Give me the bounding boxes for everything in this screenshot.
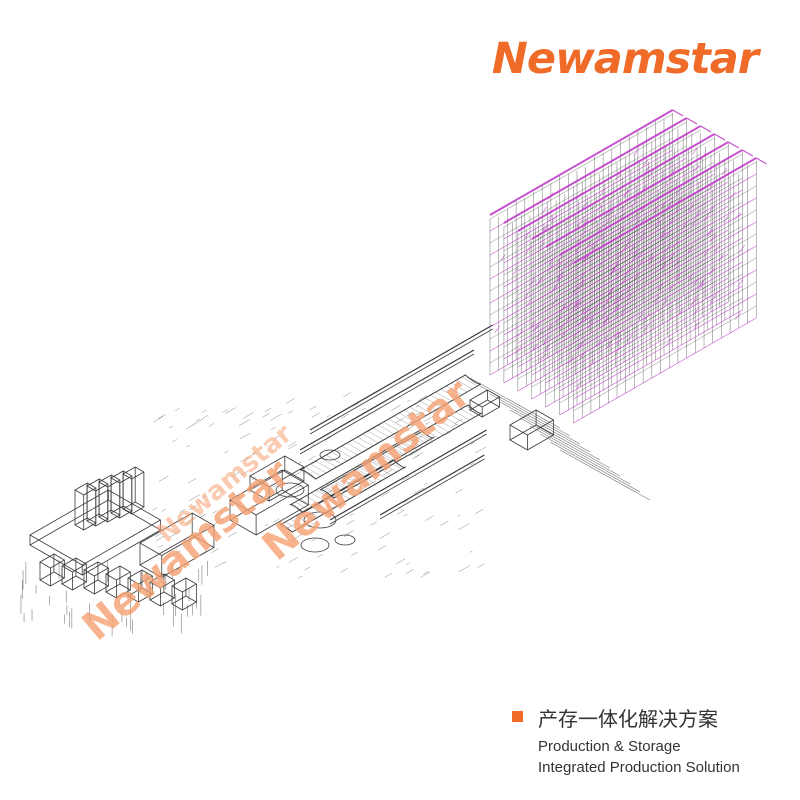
watermark-text: Newamstar (254, 370, 480, 570)
caption-english-line-2: Integrated Production Solution (538, 759, 740, 776)
caption-english-line-1: Production & Storage (538, 738, 681, 755)
automated-warehouse-drawing (489, 109, 767, 424)
caption-chinese: 产存一体化解决方案 (538, 707, 718, 731)
brand-logo: Newamstar (491, 34, 759, 84)
caption-bullet (512, 711, 523, 722)
watermark-layer: Newamstar Newamstar Newamstar (74, 370, 480, 650)
production-line-drawing (20, 324, 651, 637)
